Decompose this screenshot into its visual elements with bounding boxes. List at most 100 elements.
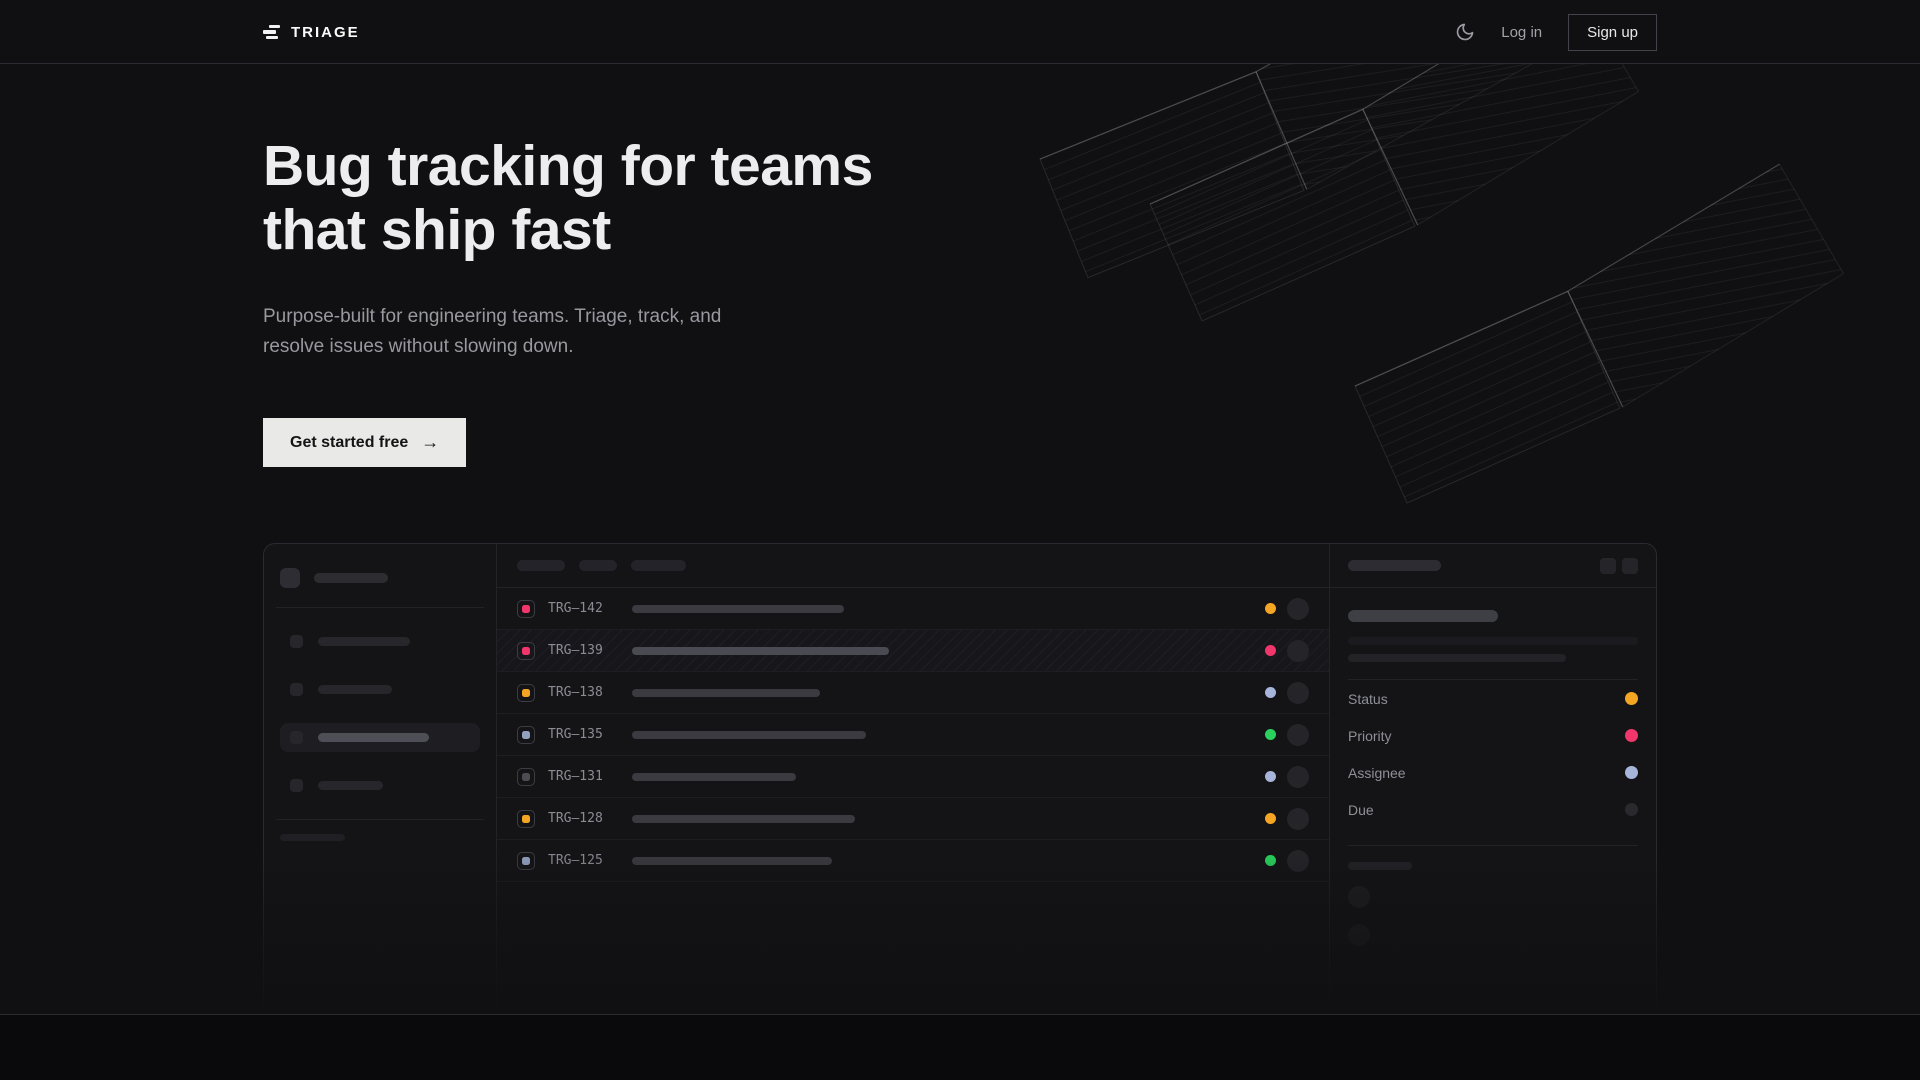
divider	[1348, 679, 1638, 680]
sidebar-item-placeholder	[318, 637, 410, 646]
issue-type-icon	[517, 809, 535, 828]
logo-text: TRIAGE	[291, 23, 360, 41]
detail-action-button	[1622, 557, 1638, 574]
sidebar-item-icon	[290, 683, 303, 696]
issue-row: TRG–128	[497, 798, 1329, 840]
issue-type-icon	[517, 683, 535, 702]
avatar	[1287, 639, 1309, 662]
detail-breadcrumb-placeholder	[1348, 560, 1441, 571]
activity-label-placeholder	[1348, 862, 1412, 870]
issue-row: TRG–142	[497, 588, 1329, 630]
issue-detail-panel: Status Priority Assignee Due	[1329, 544, 1656, 1014]
filter-chip-placeholder	[517, 560, 565, 571]
divider	[276, 819, 484, 820]
detail-action-button	[1600, 557, 1616, 574]
divider	[276, 607, 484, 608]
property-row: Assignee	[1348, 754, 1638, 791]
issue-type-icon	[517, 599, 535, 618]
page-title: Bug tracking for teams that ship fast	[263, 134, 873, 262]
footer-section	[0, 1014, 1920, 1080]
workspace-icon	[280, 568, 300, 588]
issue-row: TRG–138	[497, 672, 1329, 714]
issue-id: TRG–125	[548, 853, 603, 868]
issue-row-selected: TRG–139	[497, 630, 1329, 672]
issue-id: TRG–142	[548, 601, 603, 616]
issue-type-icon	[517, 851, 535, 870]
status-dot	[1265, 771, 1276, 782]
avatar	[1287, 807, 1309, 830]
login-link[interactable]: Log in	[1501, 23, 1543, 41]
issue-title-placeholder	[632, 646, 889, 655]
sidebar-item	[280, 771, 480, 800]
issue-id: TRG–139	[548, 643, 603, 658]
issue-type-icon	[517, 641, 535, 660]
sidebar-item	[280, 675, 480, 704]
get-started-button[interactable]: Get started free →	[263, 418, 467, 467]
signup-button[interactable]: Sign up	[1568, 13, 1657, 51]
theme-toggle-button[interactable]	[1455, 22, 1475, 42]
hero-section: Bug tracking for teams that ship fast Pu…	[0, 64, 1920, 1014]
property-label: Assignee	[1348, 764, 1406, 781]
issue-title-placeholder	[632, 604, 844, 613]
divider	[1348, 845, 1638, 846]
property-label: Status	[1348, 690, 1388, 707]
comment-avatar	[1348, 886, 1370, 908]
sidebar-item-placeholder	[318, 781, 383, 790]
comment-avatar	[1348, 924, 1370, 946]
top-navbar: TRIAGE Log in Sign up	[0, 0, 1920, 64]
sidebar-item-active	[280, 723, 480, 752]
issue-title-placeholder	[632, 688, 820, 697]
mockup-sidebar	[264, 544, 497, 1014]
detail-description-placeholder	[1348, 637, 1638, 645]
status-dot	[1265, 855, 1276, 866]
issue-title-placeholder	[632, 772, 796, 781]
status-dot	[1265, 687, 1276, 698]
moon-icon	[1456, 23, 1474, 41]
detail-title-placeholder	[1348, 610, 1498, 622]
sidebar-item-icon	[290, 779, 303, 792]
avatar	[1287, 765, 1309, 788]
sidebar-item-icon	[290, 635, 303, 648]
logo[interactable]: TRIAGE	[263, 24, 360, 41]
status-dot	[1265, 729, 1276, 740]
issue-row: TRG–125	[497, 840, 1329, 882]
triage-logo-icon	[263, 24, 280, 40]
detail-header	[1330, 544, 1656, 588]
filter-chip-placeholder	[579, 560, 617, 571]
app-mockup-window: TRG–142 TRG–139 TRG–138	[263, 543, 1657, 1014]
sidebar-item	[280, 627, 480, 656]
workspace-name-placeholder	[314, 573, 388, 583]
detail-description-placeholder	[1348, 654, 1566, 662]
issue-id: TRG–138	[548, 685, 603, 700]
issue-list: TRG–142 TRG–139 TRG–138	[497, 544, 1329, 1014]
section-label-placeholder	[280, 834, 345, 841]
due-value-dot	[1625, 803, 1638, 816]
property-row: Status	[1348, 680, 1638, 717]
issue-type-icon	[517, 767, 535, 786]
avatar	[1287, 597, 1309, 620]
issue-title-placeholder	[632, 856, 832, 865]
status-value-dot	[1625, 692, 1638, 705]
issue-title-placeholder	[632, 730, 866, 739]
avatar	[1287, 849, 1309, 872]
sidebar-item-placeholder	[318, 733, 429, 742]
property-row: Due	[1348, 791, 1638, 828]
sidebar-item-placeholder	[318, 685, 392, 694]
filter-chip-placeholder	[631, 560, 686, 571]
issue-list-header	[497, 544, 1329, 588]
arrow-right-icon: →	[421, 432, 440, 452]
priority-value-dot	[1625, 729, 1638, 742]
avatar	[1287, 681, 1309, 704]
issue-title-placeholder	[632, 814, 855, 823]
property-row: Priority	[1348, 717, 1638, 754]
issue-id: TRG–135	[548, 727, 603, 742]
hero-subtitle: Purpose-built for engineering teams. Tri…	[263, 306, 722, 357]
issue-type-icon	[517, 725, 535, 744]
property-label: Due	[1348, 801, 1374, 818]
property-label: Priority	[1348, 727, 1392, 744]
assignee-value-dot	[1625, 766, 1638, 779]
status-dot	[1265, 603, 1276, 614]
workspace-row	[280, 568, 480, 588]
issue-id: TRG–128	[548, 811, 603, 826]
status-dot	[1265, 645, 1276, 656]
